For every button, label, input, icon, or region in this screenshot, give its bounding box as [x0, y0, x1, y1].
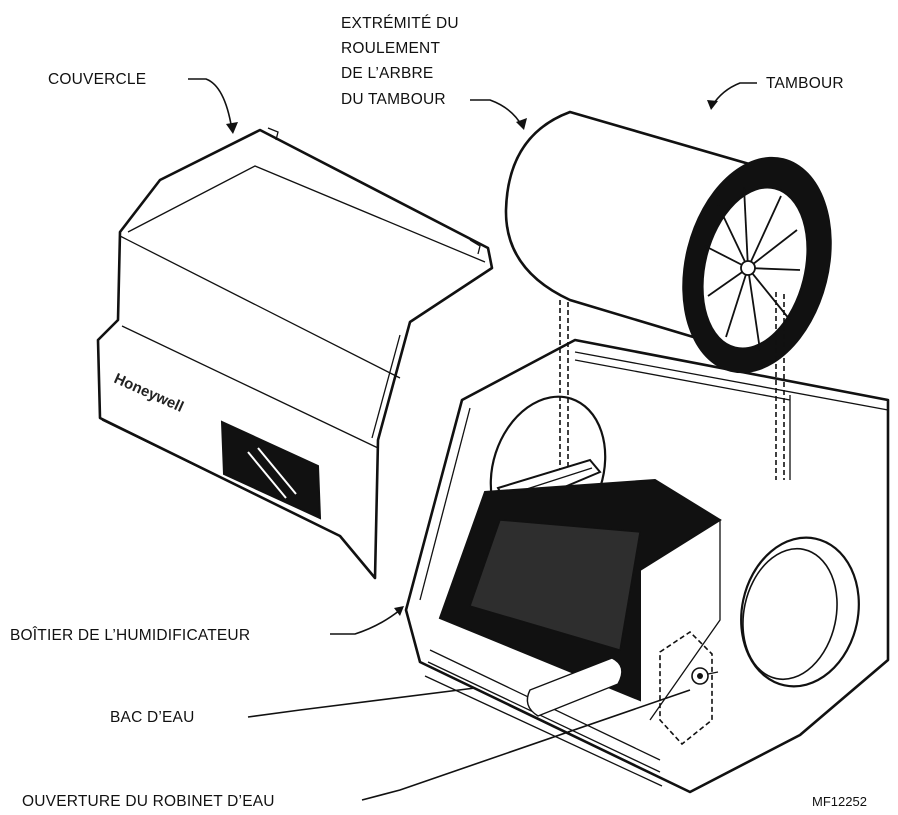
pan-leader	[247, 687, 476, 718]
leader-lines	[188, 78, 757, 801]
shaft-end-leader	[470, 99, 523, 127]
housing-leader	[330, 609, 401, 635]
label-drum: TAMBOUR	[766, 75, 844, 92]
label-housing: BOÎTIER DE L’HUMIDIFICATEUR	[10, 627, 250, 644]
label-shaft-end-line1: EXTRÉMITÉ DU	[341, 15, 459, 32]
label-shaft-end-line2: ROULEMENT	[341, 40, 440, 57]
label-shaft-end-line4: DU TAMBOUR	[341, 91, 446, 108]
label-water-pan: BAC D’EAU	[110, 709, 194, 726]
water-pan	[424, 478, 722, 787]
label-cover: COUVERCLE	[48, 71, 146, 88]
drum-part	[504, 110, 832, 480]
cover-part: Honeywell	[96, 127, 494, 580]
cover-leader	[188, 78, 233, 131]
drum-spokes	[704, 186, 801, 351]
valve-leader	[361, 689, 691, 801]
label-valve-opening: OUVERTURE DU ROBINET D’EAU	[22, 793, 275, 810]
figure-code: MF12252	[812, 794, 867, 809]
callout-labels: COUVERCLE EXTRÉMITÉ DU ROULEMENT DE L’AR…	[10, 15, 867, 810]
label-shaft-end-line3: DE L’ARBRE	[341, 65, 433, 82]
drum-leader	[711, 82, 757, 107]
